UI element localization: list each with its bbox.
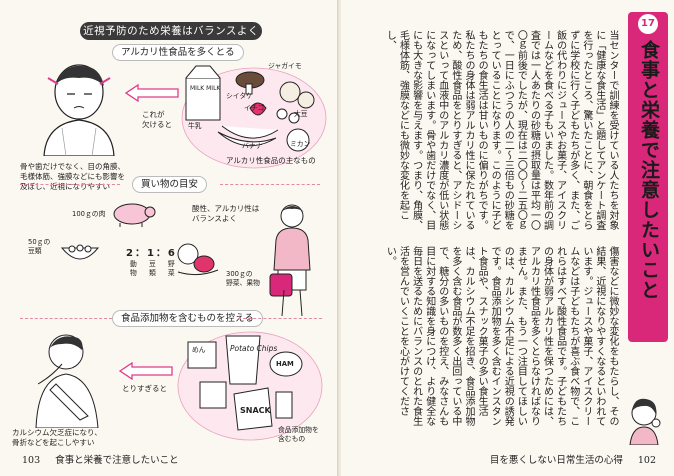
food-mandarin: ミカン [290,140,311,148]
food-soybean: 大豆 [294,110,308,118]
left-footer: 103 食事と栄養で注意したいこと [22,452,179,466]
girl-illustration [629,398,661,445]
chapter-title: 食事と栄養で注意したいこと [638,40,660,300]
deficiency-note: これが 欠けると [142,110,172,129]
snack-pack: SNACK [240,406,271,415]
snack-potato-chips: Potato Chips [230,344,278,353]
vegetable-amount: 300ｇの 野菜、果物 [226,270,260,287]
right-running-head: 目を悪くしない日常生活の心得 [489,455,623,466]
too-much-note: とりすぎると [122,384,167,393]
pig-icon [113,203,156,227]
food-potato: ジャガイモ [268,62,302,70]
left-arrow-icon [124,84,179,102]
boy-illustration [43,64,115,156]
calcium-note: カルシウム欠乏症になり、 骨折などを起こしやすい [12,428,102,447]
eye-effect-note: 骨や歯だけでなく、目の角膜、 毛様体筋、強膜などにも影響を 及ぼし、近視になりや… [20,162,125,191]
section-divider [238,318,322,319]
left-arrow-icon [118,362,173,380]
food-banana: バナナ [242,142,263,150]
right-page: 17 食事と栄養で注意したいこと 当センターで訓練を受けている人たちを対象に「健… [341,0,674,476]
left-running-head: 食事と栄養で注意したいこと [55,455,179,466]
body-text-lower: 傷害などに微妙な変化をもたらし、その結果、近視になりやすくなるといわれています。… [361,246,619,428]
food-strawberry: イチゴ [244,104,265,112]
alkaline-foods-illustration [181,65,327,169]
section-additives-label: 食品添加物を含むものを控える [112,310,263,327]
snack-noodles: めん [192,346,206,354]
left-page-number: 103 [22,455,41,466]
vegetable-bag-icon [177,243,219,276]
paragraph: 当センターで訓練を受けている人たちを対象に「健康な食生活」と題してアンケート調査… [384,30,618,230]
ratio-labels: 動 豆 野 物 類 菜 [130,260,180,277]
section-divider [20,184,120,185]
woman-shopping-illustration [269,204,311,317]
food-shiitake: シイタケ [226,92,253,100]
illustration-heading: 近視予防のため栄養はバランスよく [80,22,262,40]
chapter-title-band [628,12,668,342]
section-shopping-label: 買い物の目安 [132,176,208,193]
right-footer: 目を悪くしない日常生活の心得 102 [490,452,656,466]
snack-foods-illustration [177,331,323,441]
book-gutter [337,0,343,476]
right-page-number: 102 [637,455,656,466]
section-divider [220,184,320,185]
balance-note: 酸性、アルカリ性は バランスよく [192,204,260,223]
milk-carton-label: MILK MILK [190,85,221,92]
food-milk: 牛乳 [188,122,202,130]
injured-child-illustration [35,334,99,428]
ratio-value: 2：1：6 [126,248,177,259]
beans-amount: 50ｇの 豆類 [28,238,51,255]
snack-ham: HAM [276,360,294,368]
left-page: 近視予防のため栄養はバランスよく アルカリ性食品を多くとる 骨や歯だけでなく、目… [0,0,339,476]
additive-caption: 食品添加物を 含むもの [278,426,319,443]
section-divider [20,318,112,319]
section-alkaline-label: アルカリ性食品を多くとる [112,44,244,61]
bean-bowl-icon [60,244,100,260]
chapter-number: 17 [638,14,658,34]
body-text-upper: 当センターで訓練を受けている人たちを対象に「健康な食生活」と題してアンケート調査… [361,30,619,234]
alkaline-caption: アルカリ性食品の主なもの [226,156,316,165]
paragraph: 傷害などに微妙な変化をもたらし、その結果、近視になりやすくなるといわれています。… [462,246,618,426]
meat-amount: 100ｇの肉 [72,210,106,218]
paragraph: 食品添加物を多く含む食品が数多く出回っている中で、糖分の多いものを控え、みなさん… [384,246,474,426]
